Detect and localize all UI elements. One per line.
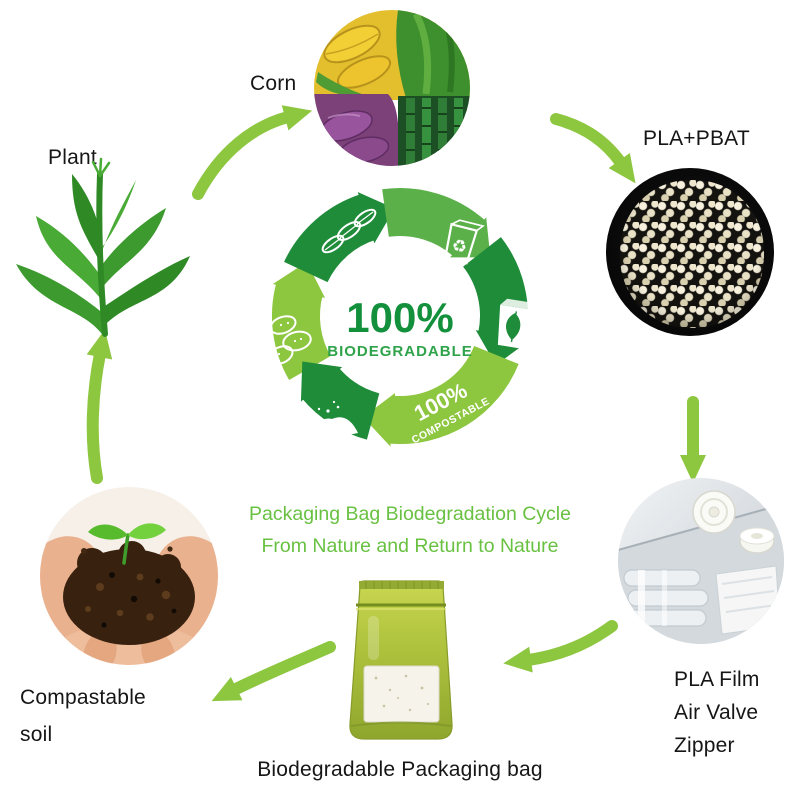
svg-text:♻: ♻ <box>449 235 469 258</box>
arrow-bag-to-soil-icon <box>211 641 336 702</box>
pouch-image <box>349 580 453 740</box>
potato-icon <box>268 315 312 365</box>
zipper-label: Zipper <box>674 734 735 757</box>
arrow-corn-to-pla-icon <box>550 113 636 184</box>
pellets-photo <box>606 168 774 336</box>
bag-label: Biodegradable Packaging bag <box>257 758 543 781</box>
pouch-window <box>363 665 440 723</box>
pla-pbat-label: PLA+PBAT <box>643 127 750 150</box>
compost-powder-icon <box>307 400 358 436</box>
ring-segment-bag <box>382 188 491 258</box>
corn-photo <box>314 10 470 166</box>
ring-segment-powder <box>300 361 381 440</box>
biodegradable-word: BIODEGRADABLE <box>327 343 473 360</box>
biodegradable-percent: 100% <box>346 294 453 341</box>
pla-film-label: PLA Film <box>674 668 760 691</box>
soil-label: soil <box>20 723 53 746</box>
seedling-icon <box>88 524 128 540</box>
recycle-bag-icon: ♻ <box>443 219 485 265</box>
plant-photo <box>16 157 190 337</box>
soil-photo <box>40 487 218 665</box>
compostable-label: Compastable <box>20 686 146 709</box>
cycle-logo: ♻ 100% BIODEGRADABLE 100% COMPOSTABLE <box>268 188 536 447</box>
film-photo <box>618 478 784 644</box>
leaf-bag-icon <box>497 298 536 350</box>
arrow-film-to-bag-icon <box>503 620 618 673</box>
corn-icon <box>321 208 377 254</box>
ring-segment-compost <box>363 345 519 447</box>
caption-line-2: From Nature and Return to Nature <box>261 535 559 557</box>
ring-segment-potato <box>271 262 332 380</box>
air-valve-label: Air Valve <box>674 701 759 724</box>
plant-label: Plant <box>48 146 97 169</box>
arrow-soil-to-plant-icon <box>86 329 113 484</box>
caption-line-1: Packaging Bag Biodegradation Cycle <box>249 503 571 525</box>
pellets-vignette <box>606 168 774 336</box>
corn-label: Corn <box>250 72 297 95</box>
